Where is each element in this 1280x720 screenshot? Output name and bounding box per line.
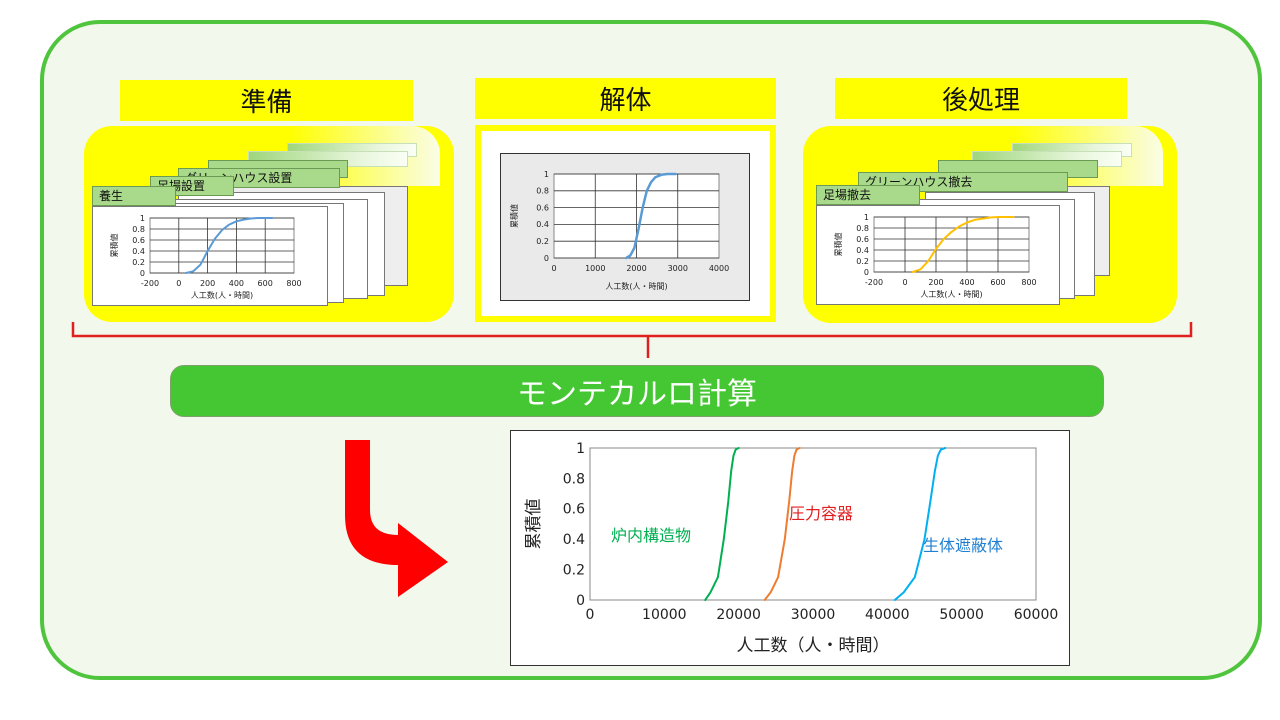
y-tick-label: 0.8	[132, 225, 145, 234]
chart-result: 0 0.2 0.4 0.6 0.8 1 0 10000 20000 30000 40000 50000…	[524, 441, 1059, 656]
y-tick-label: 0.4	[536, 220, 549, 229]
x-tick-label: 60000	[1014, 607, 1059, 623]
series-label: 炉内構造物	[611, 526, 691, 545]
y-axis-label: 累積値	[524, 499, 544, 550]
x-tick-label: 40000	[865, 607, 910, 623]
y-tick-label: 0.6	[132, 236, 145, 245]
y-tick-label: 1	[544, 170, 549, 179]
y-tick-label: 0	[864, 268, 869, 277]
y-tick-label: 0.4	[856, 246, 869, 255]
y-tick-label: 0	[576, 593, 585, 609]
x-tick-label: 200	[200, 279, 215, 288]
y-tick-label: 0.2	[856, 257, 869, 266]
x-tick-label: 30000	[791, 607, 836, 623]
y-tick-label: 0.2	[132, 258, 145, 267]
x-tick-label: 2000	[626, 264, 646, 273]
y-tick-label: 0	[140, 269, 145, 278]
series-line	[911, 216, 1015, 273]
tab-scaffold-removal: 足場撤去	[816, 185, 920, 205]
x-tick-label: 200	[928, 278, 943, 287]
series-line	[704, 447, 740, 601]
y-tick-label: 0	[544, 254, 549, 263]
y-tick-label: 0.6	[536, 203, 549, 212]
phase-label-dismantling: 解体	[475, 78, 776, 119]
y-tick-label: 1	[576, 441, 585, 457]
y-tick-label: 0.4	[563, 532, 585, 548]
x-axis-label: 人工数(人・時間)	[191, 290, 253, 300]
monte-carlo-bar: モンテカルロ計算	[170, 365, 1104, 417]
y-tick-label: 1	[864, 213, 869, 222]
series-line	[893, 447, 947, 601]
series-line	[624, 172, 677, 260]
y-tick-label: 0.8	[563, 471, 585, 487]
y-tick-label: 0.4	[132, 247, 145, 256]
plot-area	[149, 217, 295, 274]
phase-label-preparation: 準備	[120, 80, 413, 121]
x-tick-label: 0	[176, 279, 181, 288]
combine-bracket	[71, 322, 1193, 358]
plot-area	[589, 447, 1037, 601]
x-tick-label: 600	[258, 279, 273, 288]
x-tick-label: 600	[990, 278, 1005, 287]
y-tick-label: 0.2	[563, 563, 585, 579]
y-axis-label: 累積値	[833, 233, 843, 257]
y-tick-label: 0.6	[856, 235, 869, 244]
x-tick-label: 3000	[668, 264, 688, 273]
x-tick-label: -200	[865, 278, 883, 287]
x-tick-label: 0	[586, 607, 595, 623]
y-tick-label: 0.6	[563, 502, 585, 518]
y-axis-label: 累積値	[509, 204, 519, 228]
y-axis-label: 累積値	[109, 234, 119, 258]
y-tick-label: 0.8	[856, 224, 869, 233]
x-axis-label: 人工数（人・時間）	[737, 636, 890, 656]
phase-label-post-processing: 後処理	[835, 78, 1127, 119]
series-label: 圧力容器	[789, 504, 853, 523]
x-tick-label: 10000	[642, 607, 687, 623]
x-tick-label: 50000	[939, 607, 984, 623]
x-axis-label: 人工数(人・時間)	[920, 289, 982, 299]
x-axis-label: 人工数(人・時間)	[605, 281, 667, 291]
x-tick-label: 20000	[716, 607, 761, 623]
x-tick-label: -200	[141, 279, 159, 288]
x-tick-label: 800	[286, 279, 301, 288]
chart-dismantling: 0 0.2 0.4 0.6 0.8 1 0 1000 2000 3000 4000 人工数(人・時間)…	[509, 170, 729, 291]
series-label: 生体遮蔽体	[923, 536, 1003, 555]
x-tick-label: 1000	[585, 264, 605, 273]
result-chart-panel: 0 0.2 0.4 0.6 0.8 1 0 10000 20000 30000 40000 50000…	[510, 430, 1070, 666]
sheet-dismantling: 0 0.2 0.4 0.6 0.8 1 0 1000 2000 3000 4000 人工数(人・時間)…	[500, 153, 750, 301]
y-tick-label: 0.8	[536, 187, 549, 196]
x-tick-label: 0	[551, 264, 556, 273]
tab-curing: 養生	[92, 186, 176, 206]
x-tick-label: 0	[902, 278, 907, 287]
x-tick-label: 400	[229, 279, 244, 288]
series-line	[185, 217, 274, 274]
x-tick-label: 4000	[709, 264, 729, 273]
y-tick-label: 1	[140, 214, 145, 223]
x-tick-label: 800	[1021, 278, 1036, 287]
y-tick-label: 0.2	[536, 237, 549, 246]
x-tick-label: 400	[959, 278, 974, 287]
result-arrow-icon	[345, 440, 448, 597]
series-line	[763, 447, 801, 601]
plot-area	[873, 216, 1030, 273]
